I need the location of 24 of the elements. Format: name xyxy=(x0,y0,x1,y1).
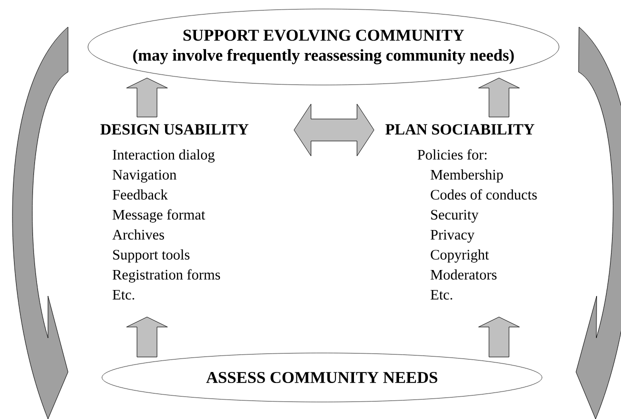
block-arrow xyxy=(478,316,520,358)
list-item: Privacy xyxy=(430,230,474,243)
list-item: Navigation xyxy=(112,170,176,183)
list-item: Support tools xyxy=(113,249,190,263)
list-item: Codes of conducts xyxy=(430,189,537,200)
list-item: Policies for: xyxy=(418,149,486,160)
block-arrow xyxy=(126,316,168,358)
list-item: Feedback xyxy=(112,189,168,200)
list-item: Etc. xyxy=(112,290,134,300)
heading: DESIGN USABILITY xyxy=(100,124,248,135)
list-item: Archives xyxy=(112,229,164,240)
block-arrow xyxy=(126,78,168,118)
heading: PLAN SOCIABILITY xyxy=(385,124,534,135)
list-item: Membership xyxy=(430,169,503,183)
list-item: Etc. xyxy=(430,290,452,300)
list-item: Message format xyxy=(112,209,206,223)
list-item: Moderators xyxy=(430,269,497,280)
list-item: Copyright xyxy=(430,249,489,263)
block-arrow xyxy=(478,78,520,118)
curved-arrow xyxy=(576,26,621,419)
block-arrow xyxy=(294,104,374,156)
list-item: Registration forms xyxy=(112,269,220,283)
list-item: Security xyxy=(431,210,478,223)
list-item: Interaction dialog xyxy=(112,149,215,163)
